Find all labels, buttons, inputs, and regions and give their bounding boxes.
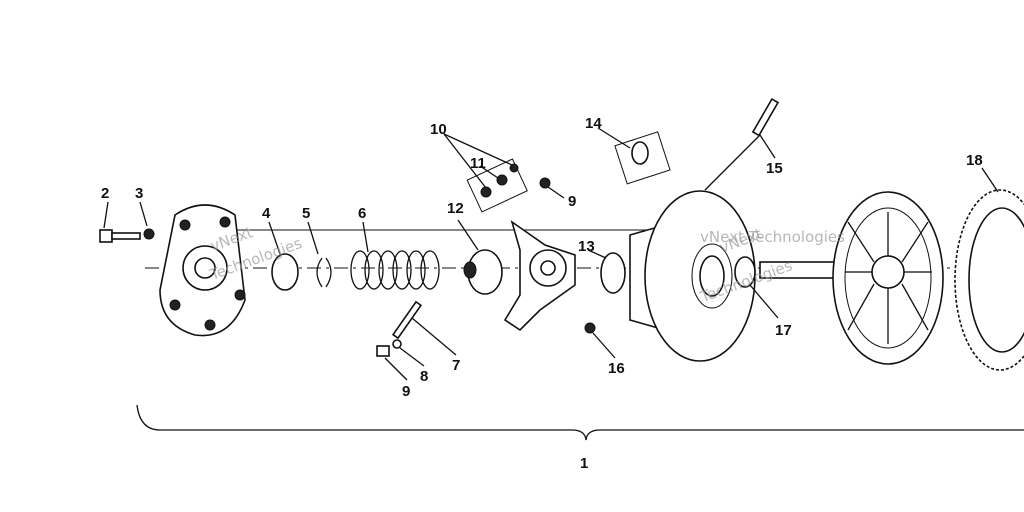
washer-13-part	[600, 252, 626, 294]
spider-arm-part	[503, 220, 576, 332]
callout-16: 16	[608, 360, 625, 377]
watermark-center: vNext Technologies	[700, 228, 845, 246]
clip-14-part	[631, 141, 649, 165]
pin-cap-part	[376, 345, 390, 357]
bushing-part	[463, 249, 503, 295]
callout-4: 4	[262, 205, 271, 222]
pin-15-part	[751, 97, 780, 137]
bushing-17-part	[734, 256, 756, 288]
nut-16-part	[584, 322, 596, 334]
callout-9-upper: 9	[568, 193, 576, 210]
callout-15: 15	[766, 160, 783, 177]
clip-part	[614, 131, 671, 185]
callout-8: 8	[420, 368, 428, 385]
pin-part	[391, 300, 423, 340]
callout-3: 3	[135, 185, 143, 202]
ring-gear-part	[954, 189, 1024, 371]
ring-part	[271, 253, 299, 291]
spring-part	[350, 250, 440, 290]
roller-part	[539, 177, 551, 189]
callout-5: 5	[302, 205, 310, 222]
nut-10-part	[509, 163, 519, 173]
hub-cover-part	[159, 204, 246, 337]
roller-10-part	[480, 186, 492, 198]
washer-part	[143, 228, 155, 240]
callout-6: 6	[358, 205, 366, 222]
callout-7: 7	[452, 357, 460, 374]
bolt-part	[99, 229, 141, 243]
callout-14: 14	[585, 115, 602, 132]
assembly-bracket	[136, 404, 1024, 441]
roller-11-part	[496, 174, 508, 186]
pin-washer-part	[392, 339, 402, 349]
callout-11: 11	[470, 155, 486, 172]
callout-2: 2	[101, 185, 109, 202]
snap-ring-part	[316, 257, 332, 288]
callout-1: 1	[580, 455, 588, 472]
callout-10: 10	[430, 121, 447, 138]
fixed-sheave-part	[759, 191, 944, 365]
bracket-plate	[466, 158, 528, 213]
callout-12: 12	[447, 200, 464, 217]
callout-13: 13	[578, 238, 595, 255]
callout-18: 18	[966, 152, 983, 169]
movable-sheave-part	[629, 190, 756, 362]
callout-17: 17	[775, 322, 792, 339]
leader-lines	[103, 127, 999, 381]
callout-9-lower: 9	[402, 383, 410, 400]
